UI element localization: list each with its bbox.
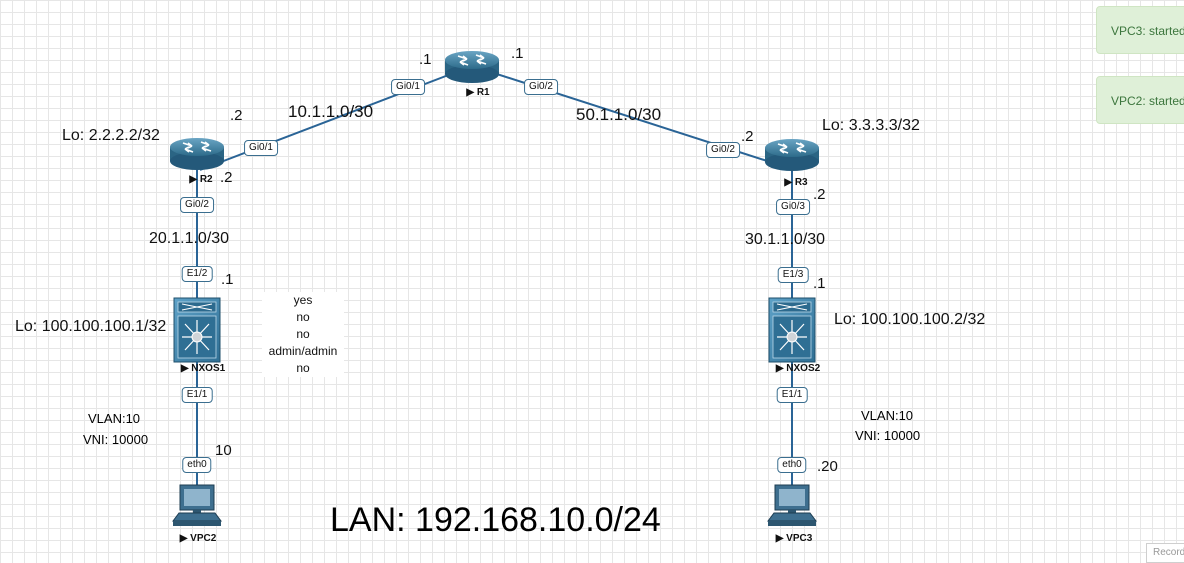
loopback-nxos1: Lo: 100.100.100.1/32 xyxy=(15,318,167,335)
node-name-r3: R3 xyxy=(794,177,808,188)
node-label-nxos2: ▶ NXOS2 xyxy=(775,363,821,374)
vlan-right: VLAN:10 xyxy=(861,408,914,423)
node-label-vpc3: ▶ VPC3 xyxy=(775,533,813,544)
port-nxos2-e1-1[interactable]: E1/1 xyxy=(776,387,808,403)
config-note-line: no xyxy=(296,310,310,324)
node-label-vpc2: ▶ VPC2 xyxy=(179,533,217,544)
loopback-r3: Lo: 3.3.3.3/32 xyxy=(822,117,920,134)
config-note: yes no no admin/admin no xyxy=(262,292,344,377)
pc-vpc3-icon[interactable] xyxy=(767,484,817,527)
node-name-vpc3: VPC3 xyxy=(786,533,813,544)
port-r2-gi0-1[interactable]: Gi0/1 xyxy=(244,140,278,156)
config-note-line: no xyxy=(296,327,310,341)
node-name-r2: R2 xyxy=(199,174,213,185)
port-r1-gi0-1[interactable]: Gi0/1 xyxy=(391,79,425,95)
node-label-r1: ▶ R1 xyxy=(466,87,490,98)
port-r3-gi0-3[interactable]: Gi0/3 xyxy=(776,199,810,215)
vlan-left: VLAN:10 xyxy=(88,411,141,426)
config-note-line: no xyxy=(296,361,310,375)
router-r2-icon[interactable] xyxy=(169,137,225,171)
node-label-r2: ▶ R2 xyxy=(189,174,213,185)
subnet-r1-r3: 50.1.1.0/30 xyxy=(576,105,662,124)
subnet-r2-nxos1: 20.1.1.0/30 xyxy=(149,230,230,247)
vni-left: VNI: 10000 xyxy=(83,432,149,447)
node-name-r1: R1 xyxy=(476,87,490,98)
config-note-line: yes xyxy=(293,293,313,307)
vni-right: VNI: 10000 xyxy=(855,428,921,443)
subnet-r3-nxos2: 30.1.1.0/30 xyxy=(745,231,826,248)
links xyxy=(196,65,793,490)
loopback-r2: Lo: 2.2.2.2/32 xyxy=(62,127,160,144)
switch-nxos2-icon[interactable] xyxy=(768,297,816,363)
ip-r2-gi0-1: .2 xyxy=(230,107,243,124)
subnet-r2-r1: 10.1.1.0/30 xyxy=(288,102,374,121)
port-r3-gi0-2[interactable]: Gi0/2 xyxy=(706,142,740,158)
notification-vpc3[interactable]: VPC3: started xyxy=(1096,6,1184,54)
ip-r3-gi0-2: .2 xyxy=(741,128,754,145)
ip-r1-gi0-2: .1 xyxy=(511,45,524,62)
ip-nxos1-e1-2: .1 xyxy=(221,271,234,288)
node-name-vpc2: VPC2 xyxy=(190,533,217,544)
port-nxos1-e1-2[interactable]: E1/2 xyxy=(181,266,213,282)
ip-vpc2-eth0: 10 xyxy=(215,442,232,459)
node-label-nxos1: ▶ NXOS1 xyxy=(180,363,226,374)
record-button[interactable]: Record xyxy=(1146,543,1184,563)
pc-vpc2-icon[interactable] xyxy=(172,484,222,527)
switch-nxos1-icon[interactable] xyxy=(173,297,221,363)
lan-label: LAN: 192.168.10.0/24 xyxy=(330,501,661,539)
router-r1-icon[interactable] xyxy=(444,50,500,84)
port-vpc3-eth0[interactable]: eth0 xyxy=(777,457,807,473)
port-r2-gi0-2[interactable]: Gi0/2 xyxy=(180,197,214,213)
ip-r2-gi0-2: .2 xyxy=(220,169,233,186)
router-r3-icon[interactable] xyxy=(764,138,820,172)
ip-r1-gi0-1: .1 xyxy=(419,51,432,68)
ip-vpc3-eth0: .20 xyxy=(817,458,838,475)
notification-vpc2[interactable]: VPC2: started xyxy=(1096,76,1184,124)
node-name-nxos1: NXOS1 xyxy=(191,363,226,374)
ip-nxos2-e1-3: .1 xyxy=(813,275,826,292)
ip-r3-gi0-3: .2 xyxy=(813,186,826,203)
port-vpc2-eth0[interactable]: eth0 xyxy=(182,457,212,473)
port-nxos1-e1-1[interactable]: E1/1 xyxy=(181,387,213,403)
config-note-line: admin/admin xyxy=(268,344,338,358)
loopback-nxos2: Lo: 100.100.100.2/32 xyxy=(834,311,986,328)
port-r1-gi0-2[interactable]: Gi0/2 xyxy=(524,79,558,95)
node-name-nxos2: NXOS2 xyxy=(786,363,821,374)
node-label-r3: ▶ R3 xyxy=(784,177,808,188)
port-nxos2-e1-3[interactable]: E1/3 xyxy=(777,267,809,283)
